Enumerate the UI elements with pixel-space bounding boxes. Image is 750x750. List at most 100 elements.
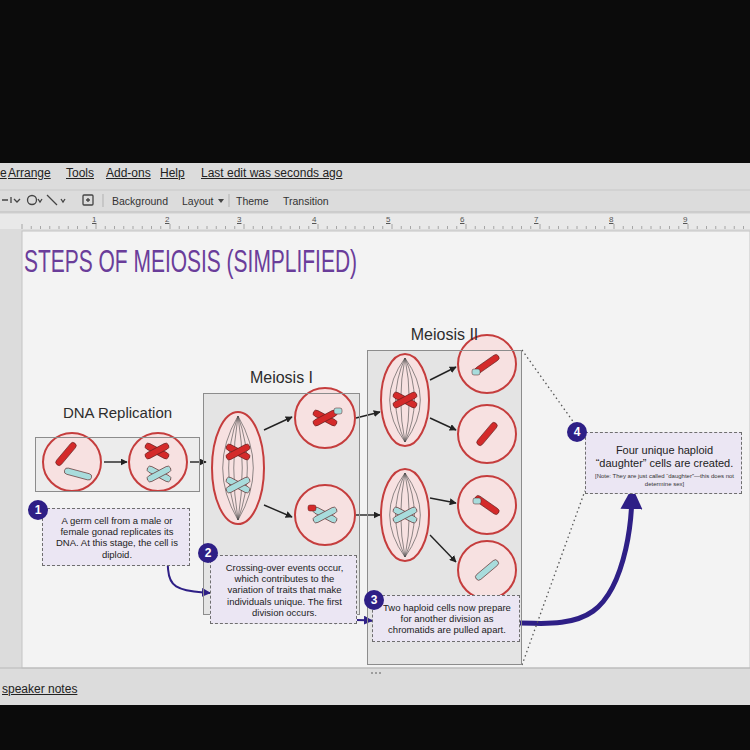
chromosome bbox=[334, 408, 342, 414]
callout-box: A germ cell from a male or female gonad … bbox=[42, 508, 190, 566]
callout-number: 1 bbox=[28, 500, 48, 520]
cell-arrows bbox=[430, 535, 456, 562]
screen-background bbox=[0, 668, 750, 669]
ruler-number: 7 bbox=[534, 215, 538, 224]
cell-arrows bbox=[264, 417, 292, 430]
chromosome bbox=[472, 369, 480, 375]
ruler-ticks bbox=[179, 226, 180, 229]
cell bbox=[295, 485, 355, 545]
toolbar-icons bbox=[47, 195, 57, 205]
ruler-ticks bbox=[734, 226, 735, 229]
note-text: [Note: They are just called “daughter”—t… bbox=[595, 473, 734, 487]
ruler-ticks bbox=[133, 226, 134, 229]
menu-item: Add-ons bbox=[106, 166, 151, 180]
toolbar-icons bbox=[14, 199, 20, 202]
ruler-number: 2 bbox=[165, 215, 169, 224]
toolbar-icons bbox=[38, 199, 42, 202]
spindle-fibers bbox=[223, 358, 421, 557]
screen-background bbox=[375, 672, 377, 674]
ruler-ticks bbox=[114, 226, 115, 229]
ruler-ticks bbox=[142, 226, 143, 229]
cell bbox=[458, 541, 516, 599]
spindle-cell bbox=[381, 354, 429, 446]
ruler-ticks bbox=[512, 226, 513, 229]
ruler-ticks bbox=[123, 226, 124, 229]
ruler-ticks bbox=[96, 224, 97, 229]
ruler-ticks bbox=[558, 226, 559, 229]
toolbar-icons bbox=[86, 198, 90, 202]
ruler-ticks bbox=[567, 226, 568, 229]
spindle-cell bbox=[212, 354, 429, 561]
stage-heading: DNA Replication bbox=[6, 404, 229, 421]
toolbar-button: Transition bbox=[283, 195, 329, 207]
chromosome bbox=[474, 494, 501, 515]
screen-background bbox=[0, 163, 750, 705]
ruler-ticks bbox=[262, 226, 263, 229]
ruler-ticks bbox=[308, 226, 309, 229]
chromosome bbox=[392, 391, 418, 409]
menu-item: Tools bbox=[66, 166, 94, 180]
screen-background bbox=[0, 212, 750, 213]
ruler-ticks bbox=[160, 226, 161, 229]
ruler-ticks bbox=[151, 226, 152, 229]
screen-background bbox=[0, 214, 750, 229]
ruler-ticks bbox=[40, 226, 41, 229]
ruler-ticks bbox=[253, 226, 254, 229]
callout-box: Crossing-over events occur, which contri… bbox=[210, 555, 357, 624]
toolbar-icons bbox=[102, 194, 103, 207]
spindle-fibers bbox=[234, 416, 238, 520]
ruler-ticks bbox=[577, 226, 578, 229]
ruler-ticks bbox=[401, 226, 402, 229]
panel-label: speaker notes bbox=[2, 682, 77, 696]
ruler-ticks bbox=[623, 226, 624, 229]
ruler-ticks bbox=[392, 224, 393, 229]
ruler-ticks bbox=[540, 224, 541, 229]
callout-text: Two haploid cells now prepare for anothe… bbox=[382, 602, 512, 636]
ruler-ticks bbox=[382, 226, 383, 229]
ruler-ticks bbox=[484, 226, 485, 229]
ruler-ticks bbox=[373, 226, 374, 229]
screen-background bbox=[371, 672, 373, 674]
ruler-ticks bbox=[290, 226, 291, 229]
ruler-ticks bbox=[244, 224, 245, 229]
spindle-fibers bbox=[229, 416, 238, 520]
chromosome bbox=[225, 443, 251, 461]
slide-title: STEPS OF MEIOSIS (SIMPLIFIED) bbox=[24, 243, 357, 280]
ruler-ticks bbox=[669, 226, 670, 229]
stage-heading: Meiosis I bbox=[174, 369, 389, 387]
toolbar-icons bbox=[61, 199, 65, 202]
ruler-ticks bbox=[697, 226, 698, 229]
chromosome bbox=[64, 467, 93, 480]
ruler-number: 1 bbox=[92, 215, 96, 224]
ruler-ticks bbox=[688, 224, 689, 229]
ruler-ticks bbox=[271, 226, 272, 229]
chromosome bbox=[476, 421, 499, 447]
ruler-ticks bbox=[355, 226, 356, 229]
ruler-ticks bbox=[604, 226, 605, 229]
toolbar-icons bbox=[2, 197, 11, 203]
cell-arrows bbox=[430, 367, 456, 380]
ruler-ticks bbox=[475, 226, 476, 229]
ruler-ticks bbox=[207, 226, 208, 229]
callout-text: Four unique haploid “daughter” cells are… bbox=[595, 444, 734, 470]
callout-text: Crossing-over events occur, which contri… bbox=[220, 562, 349, 618]
spindle-fibers bbox=[238, 416, 253, 520]
cell bbox=[295, 388, 355, 448]
toolbar-button: Layout bbox=[182, 195, 214, 207]
cell bbox=[43, 433, 101, 491]
ruler-ticks bbox=[706, 226, 707, 229]
ruler-ticks bbox=[651, 226, 652, 229]
ruler-ticks bbox=[410, 226, 411, 229]
cell bbox=[458, 335, 516, 393]
cell bbox=[129, 433, 187, 491]
cell-arrows bbox=[430, 498, 456, 503]
ruler-number: 6 bbox=[460, 215, 464, 224]
stage-heading: Meiosis II bbox=[338, 326, 551, 344]
ruler-ticks bbox=[345, 226, 346, 229]
ruler-ticks bbox=[318, 224, 319, 229]
callout-box: Two haploid cells now prepare for anothe… bbox=[372, 595, 520, 642]
ruler-ticks bbox=[197, 226, 198, 229]
chromosome bbox=[473, 498, 481, 504]
